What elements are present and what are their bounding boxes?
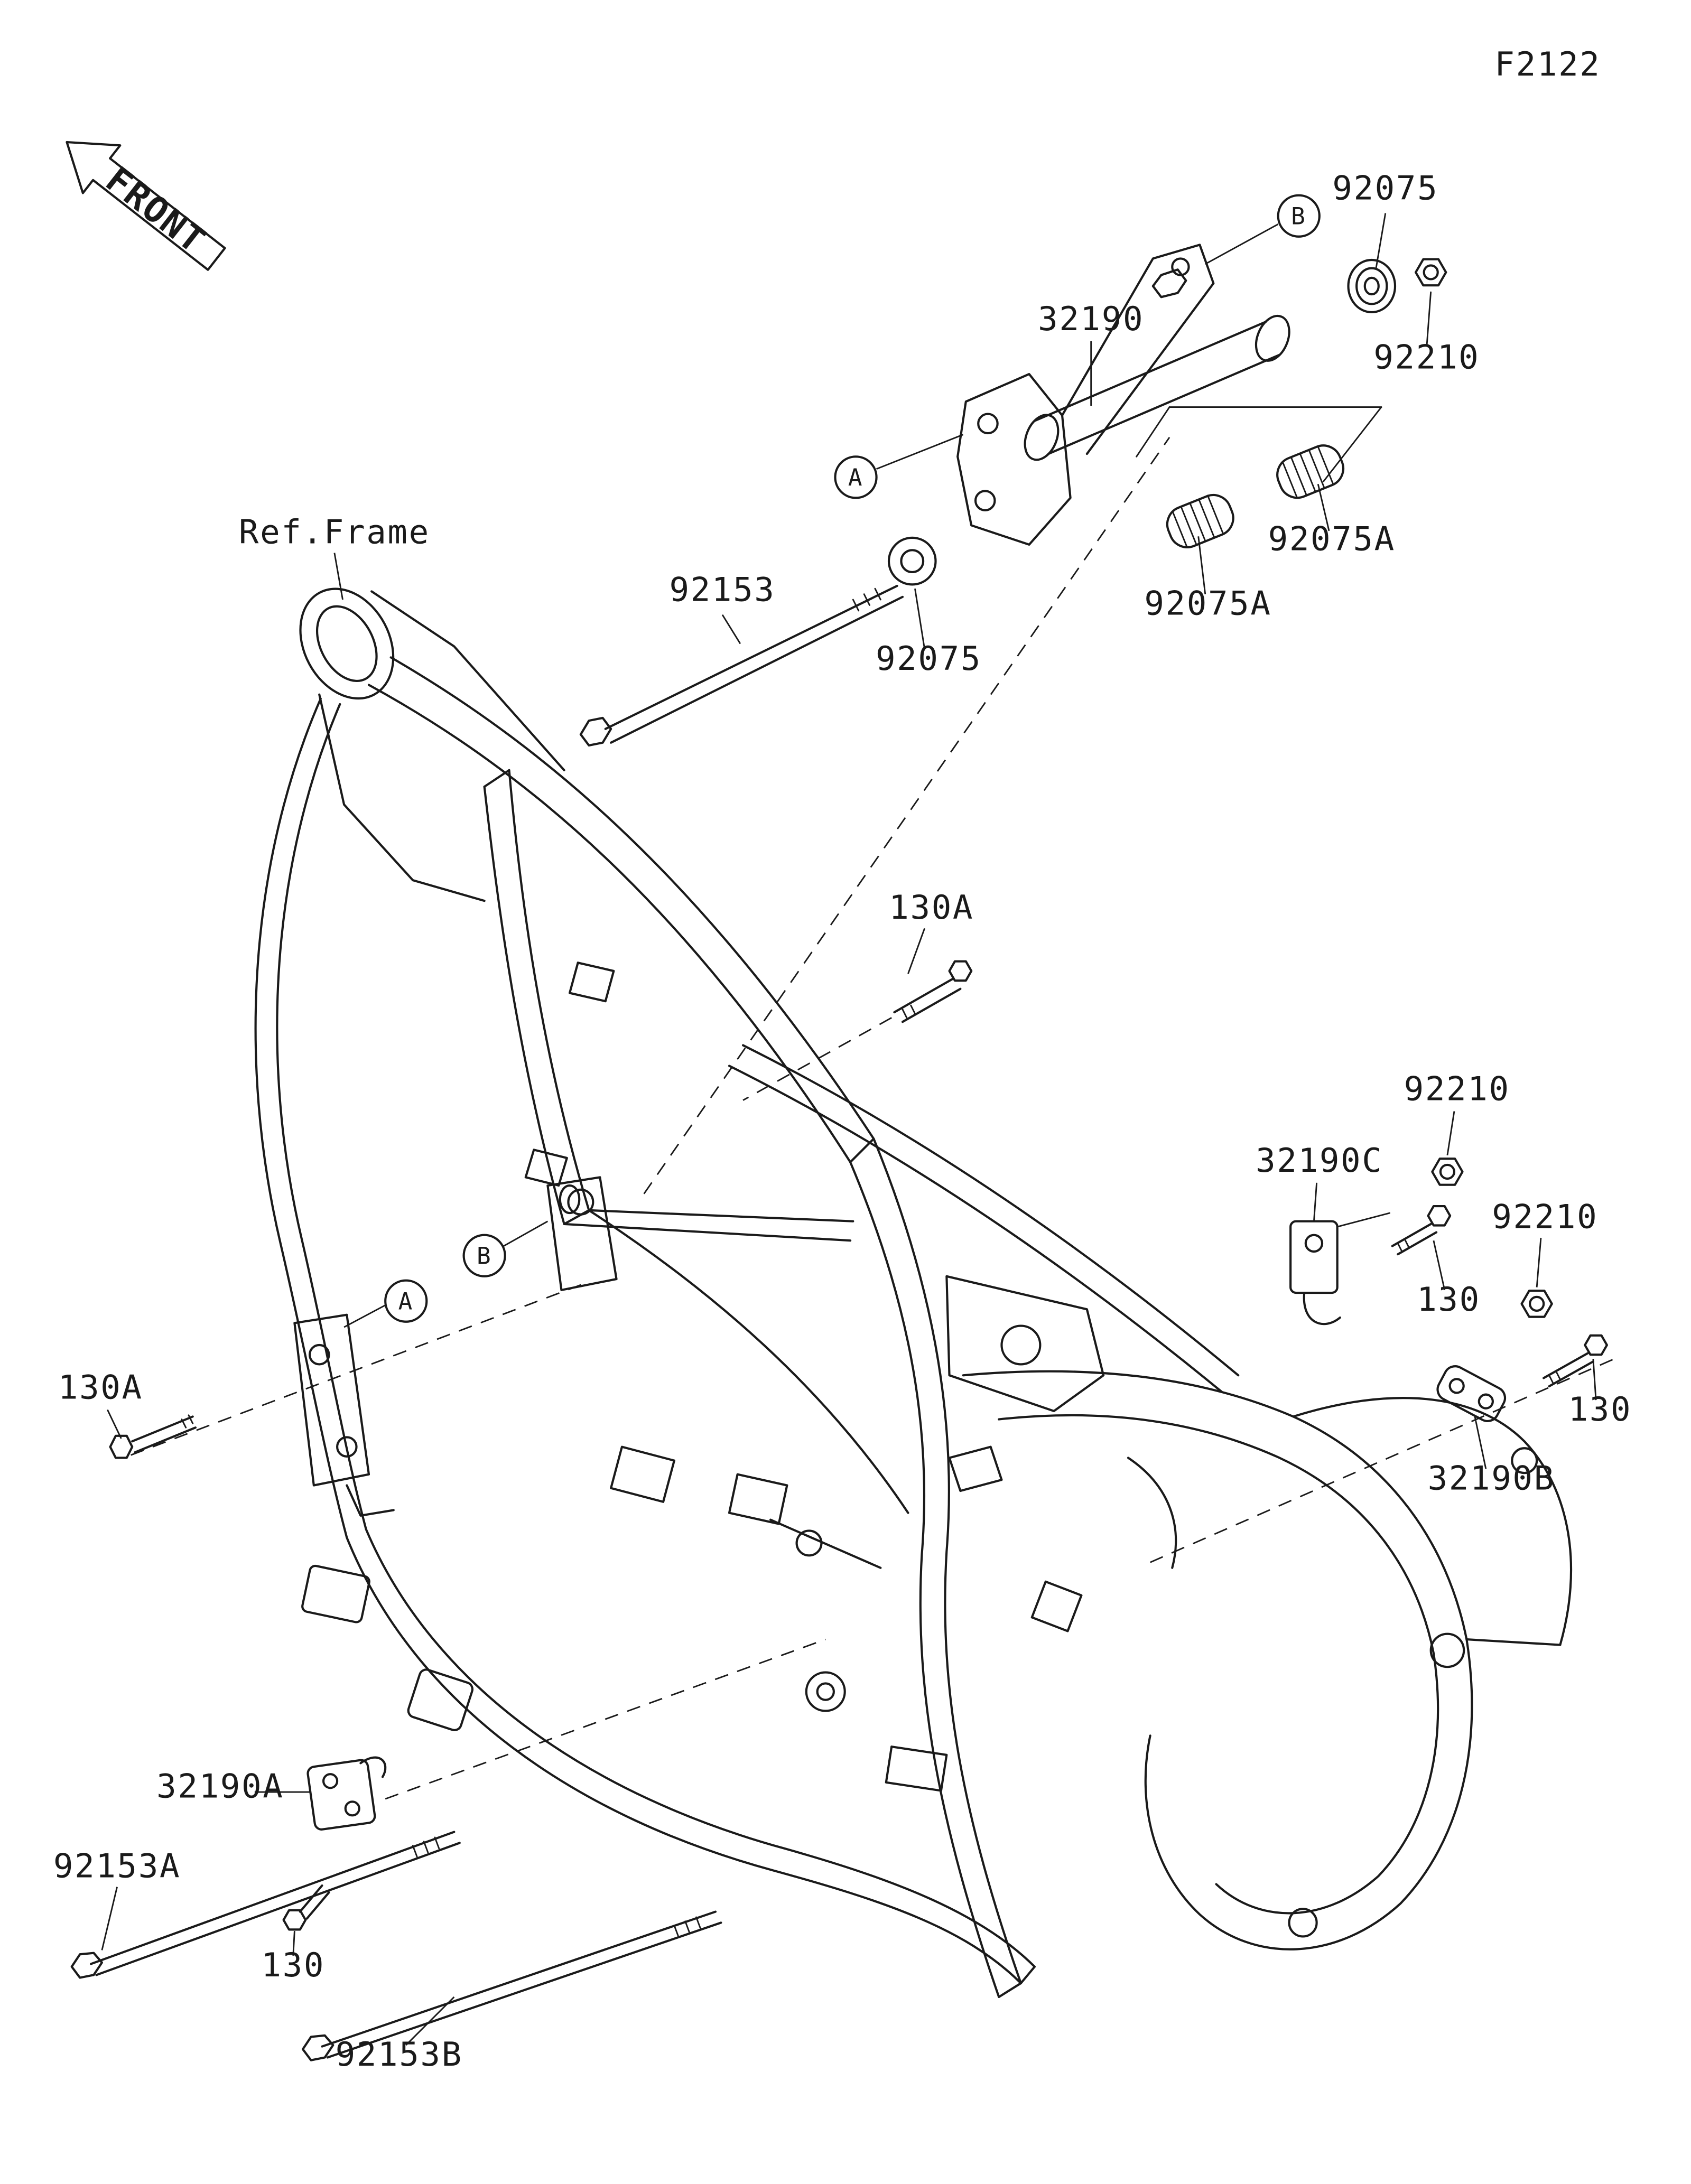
label-32190: 32190 [1038, 300, 1144, 338]
part-130-bolt-right [1543, 1334, 1608, 1388]
label-32190c: 32190C [1256, 1141, 1383, 1180]
label-92075-top: 92075 [1332, 169, 1438, 207]
marker-a-mid-letter: A [398, 1288, 414, 1315]
bracket-b-mid [546, 1176, 618, 1291]
marker-a-top-letter: A [848, 464, 863, 491]
part-92075-damper-mid [887, 536, 937, 586]
part-130a-bolt-mid [893, 960, 973, 1023]
label-32190b: 32190B [1428, 1459, 1555, 1497]
part-92075a-collar-left [1166, 493, 1234, 548]
steering-head [299, 587, 565, 882]
label-130-mid: 130 [1417, 1280, 1481, 1319]
front-arrow: FRONT [66, 141, 226, 271]
center-gusset [945, 1275, 1105, 1413]
part-92210-nut-right [1520, 1290, 1553, 1318]
part-32190c-bracket [1289, 1212, 1391, 1326]
bottom-cradle [346, 1528, 1036, 1985]
part-labels: 92075 92210 32190 92075A 92075A 92153 92… [53, 169, 1632, 2074]
marker-b-mid: B [462, 1234, 506, 1277]
rear-tube [849, 1137, 1023, 1999]
part-92075a-collar-right [1276, 444, 1345, 499]
frame-tabs [301, 1445, 1083, 1792]
marker-b-mid-letter: B [477, 1243, 492, 1270]
marker-b-top-letter: B [1291, 203, 1306, 230]
top-tube [367, 656, 875, 1163]
drawing-number: F2122 [1494, 45, 1601, 83]
label-32190a: 32190A [156, 1767, 284, 1805]
marker-a-mid: A [384, 1279, 428, 1323]
ref-frame-label: Ref.Frame [239, 512, 430, 551]
part-92075-bushing-top [1347, 258, 1397, 314]
part-32190a-bracket [306, 1756, 387, 1831]
part-92153b-stud [301, 1910, 722, 2061]
part-32190b-bracket [1436, 1365, 1507, 1422]
label-92153b: 92153B [336, 2035, 463, 2074]
rear-mount-plates [962, 1370, 1573, 1950]
part-92153a-stud [70, 1831, 461, 1979]
part-32190-assembly [579, 244, 1447, 747]
label-92210-top: 92210 [1373, 338, 1480, 377]
marker-b-top: B [1277, 194, 1321, 238]
leader-lines [101, 213, 1597, 2046]
label-130a-mid: 130A [889, 888, 974, 927]
label-92153a: 92153A [53, 1846, 181, 1885]
diagonal-members [412, 879, 1240, 1514]
part-130-bolt-mid [1391, 1205, 1452, 1256]
part-92210-nut-mid [1431, 1158, 1464, 1186]
part-130a-bolt-left [109, 1414, 197, 1459]
part-32190-bracket [956, 244, 1215, 546]
label-92210-mid: 92210 [1404, 1070, 1510, 1108]
part-92210-nut-top [1414, 258, 1447, 287]
label-130-bottom: 130 [261, 1946, 325, 1984]
part-130-bolt-bottom [282, 1884, 330, 1931]
label-92153: 92153 [669, 571, 775, 609]
label-92210-right: 92210 [1492, 1198, 1598, 1236]
front-arrow-label: FRONT [98, 158, 214, 262]
part-32190-tube [1024, 314, 1382, 482]
bracket-a-left [293, 1313, 395, 1517]
seat-tube [483, 769, 615, 1225]
frame-drawing [254, 587, 1573, 1999]
part-92153-bolt [579, 584, 904, 747]
reference-markers: A B A B [384, 194, 1321, 1323]
label-130-right: 130 [1568, 1390, 1632, 1429]
label-130a-left: 130A [58, 1368, 143, 1407]
left-bottom-parts [70, 960, 973, 2061]
marker-a-top: A [834, 455, 878, 499]
label-92075-mid: 92075 [876, 639, 982, 678]
front-arrow-shape [66, 141, 226, 271]
label-92075a-right: 92075A [1268, 519, 1396, 558]
down-tube [254, 697, 367, 1539]
label-92075a-left: 92075A [1144, 584, 1271, 623]
